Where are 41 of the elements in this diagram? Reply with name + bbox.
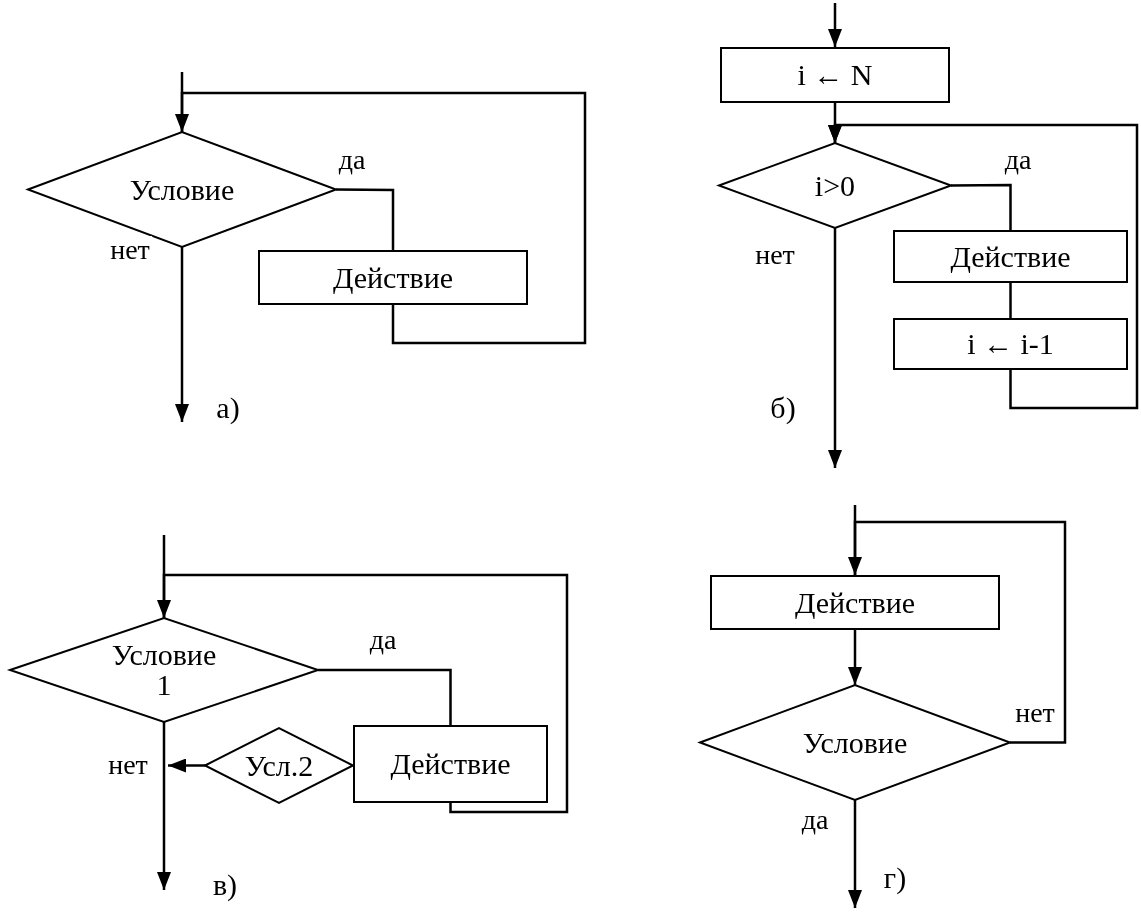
diagram-label: в) [212,870,238,900]
diagram-label: а) [216,393,240,423]
process-box [710,575,1000,630]
arrow [848,520,1067,744]
arrow [828,3,842,47]
process-box [893,318,1128,370]
decision-diamond [719,143,951,228]
decision-diamond [700,685,1010,800]
arrow [848,800,862,908]
diamond-label: Усл.2 [244,750,314,781]
connector-line [318,668,452,725]
box-label: i ← N [797,60,873,90]
arrow [828,228,842,468]
process-box [720,47,950,103]
connector-line [1009,283,1012,318]
connector-line [951,183,1012,230]
decision-diamond [205,728,353,803]
arrow [157,573,569,814]
diamond-label: Условие [802,727,908,758]
process-box [893,230,1128,283]
box-label: Действие [390,749,511,779]
diamond-label: Условие 1 [110,640,218,700]
box-label: Действие [794,587,916,618]
box-label: i ← i-1 [967,329,1054,359]
diamond-label: i>0 [814,170,856,201]
arrow [848,630,862,685]
box-label: Действие [332,262,454,293]
diagram-label: г) [883,863,907,893]
diagram-label: б) [770,393,796,423]
process-box [353,725,548,803]
diamond-label: Условие [129,174,235,205]
arrow [175,91,587,345]
box-label: Действие [950,241,1071,272]
process-box [258,250,528,305]
arrow [175,247,189,422]
decision-diamond [10,618,318,722]
decision-diamond [28,132,336,247]
arrow [828,123,1139,410]
arrow [168,758,205,773]
connector-line [336,188,395,250]
arrow [157,722,171,890]
